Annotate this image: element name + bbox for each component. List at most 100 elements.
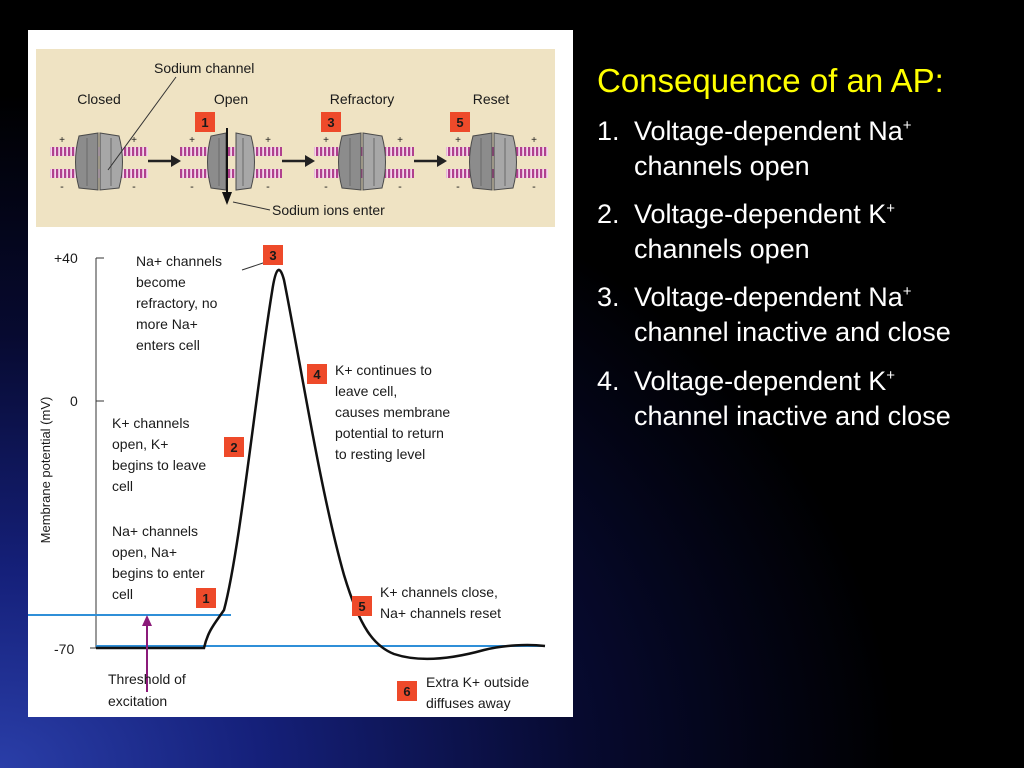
annotation-6-line: Extra K+ outside (426, 674, 529, 690)
ion-flow-arrow-head (222, 192, 232, 205)
charge-plus: + (455, 135, 461, 146)
membrane-layer-0-1 (50, 169, 148, 178)
annotation-3-line: refractory, no (136, 295, 218, 311)
annotation-badge-2-box (224, 437, 244, 457)
charge-plus: + (397, 135, 403, 146)
charge-minus: - (398, 181, 402, 193)
tick-label-plus40: +40 (54, 250, 78, 266)
annotation-badge-4-box (307, 364, 327, 384)
stage-label-closed: Closed (77, 91, 121, 107)
list-item-text-cont: channel inactive and close (634, 317, 951, 348)
text-panel: Consequence of an AP: 1. Voltage-dependen… (597, 62, 1017, 447)
superscript-plus: + (886, 200, 895, 218)
superscript-plus: + (886, 366, 895, 384)
charge-minus: - (132, 181, 136, 193)
slide-title: Consequence of an AP: (597, 62, 944, 99)
annotation-1-line: cell (112, 586, 133, 602)
list-item: 1.Voltage-dependent Na+channels open (597, 114, 1017, 184)
list-item-text: Voltage-dependent Na (634, 115, 903, 146)
consequence-list: 1.Voltage-dependent Na+channels open 2.V… (597, 114, 1017, 434)
annotation-5-line: Na+ channels reset (380, 605, 501, 621)
list-item-text-cont: channel inactive and close (634, 400, 951, 431)
stage-badge-5-box (450, 112, 470, 132)
charge-minus: - (324, 181, 328, 193)
annotation-2-line: cell (112, 478, 133, 494)
annotation-badge-6-box (397, 681, 417, 701)
list-item: 3. Voltage-dependent Na+ channel inactive … (597, 280, 1017, 350)
ions-pointer (232, 201, 271, 211)
annotation-4-line: K+ continues to (335, 362, 432, 378)
action-potential-curve (96, 268, 546, 661)
y-axis-label: Membrane potential (mV) (38, 397, 53, 544)
charge-minus: - (60, 181, 64, 193)
superscript-plus: + (902, 116, 912, 134)
annotation-badge-6: 6 (403, 684, 410, 699)
charge-plus: + (189, 135, 195, 146)
membrane-layer-1-0 (180, 147, 282, 156)
threshold-label-line-1: Threshold of (108, 671, 186, 687)
annotation-3-line: become (136, 274, 186, 290)
list-item-number: 4. (597, 365, 620, 396)
stage-badge-1: 1 (201, 115, 208, 130)
sodium-channel-2 (338, 132, 386, 191)
annotation-2-line: begins to leave (112, 457, 206, 473)
membrane-layer-1-1 (180, 169, 282, 178)
list-item-text: Voltage-dependent Na (634, 282, 903, 313)
list-item: 2.Voltage-dependent K+channels open (597, 197, 1017, 267)
sodium-channel-1 (207, 132, 255, 191)
annotation-3-line: more Na+ (136, 316, 198, 332)
sodium-ions-label: Sodium ions enter (272, 202, 385, 218)
charge-plus: + (59, 135, 65, 146)
channel-panel (36, 49, 555, 227)
annotation-badge-3-box (263, 245, 283, 265)
stage-label-reset: Reset (473, 91, 510, 107)
list-item: 4. Voltage-dependent K+ channel inactive a… (597, 364, 1017, 434)
list-item-text: Voltage-dependent K (634, 199, 887, 230)
sodium-channel-label: Sodium channel (154, 60, 254, 76)
superscript-plus: + (902, 283, 912, 301)
annotation-badge-3: 3 (269, 248, 276, 263)
list-item-text-cont: channels open (634, 234, 810, 265)
annotation-5-line: K+ channels close, (380, 584, 498, 600)
tick-label-0: 0 (70, 393, 78, 409)
annotation-4-line: leave cell, (335, 383, 397, 399)
annotation-4-line: potential to return (335, 425, 444, 441)
sodium-channel-0 (75, 132, 123, 191)
stage-flow-arrows (148, 155, 447, 167)
stage-label-open: Open (214, 91, 248, 107)
stage-badge-5: 5 (456, 115, 463, 130)
charge-minus: - (190, 181, 194, 193)
list-item-number: 1. (597, 115, 620, 146)
annotation-1-line: begins to enter (112, 565, 205, 581)
charge-plus: + (531, 135, 537, 146)
charge-minus: - (266, 181, 270, 193)
stage-badge-1-box (195, 112, 215, 132)
annotation-3-line: Na+ channels (136, 253, 222, 269)
annotation-3-line: enters cell (136, 337, 200, 353)
list-item-number: 3. (597, 282, 620, 313)
charge-plus: + (265, 135, 271, 146)
stage-badge-3-box (321, 112, 341, 132)
annotation-badge-4: 4 (313, 367, 321, 382)
annotation-badge-5-box (352, 596, 372, 616)
charge-minus: - (456, 181, 460, 193)
channels (75, 132, 517, 191)
refractory-pointer (241, 261, 267, 271)
annotation-6-line: diffuses away (426, 695, 511, 711)
annotation-4-line: to resting level (335, 446, 425, 462)
channel-left-half (207, 132, 227, 191)
annotation-1-line: open, Na+ (112, 544, 177, 560)
list-item-text: Voltage-dependent K (634, 365, 887, 396)
tick-label-minus70: -70 (54, 641, 74, 657)
flow-arrow-2-head (305, 155, 315, 167)
annotation-badge-5: 5 (358, 599, 365, 614)
annotation-badge-2: 2 (230, 440, 237, 455)
annotation-2-line: open, K+ (112, 436, 168, 452)
sodium-channel-3 (469, 132, 517, 191)
annotation-badge-1-box (196, 588, 216, 608)
graph-annotations: Na+ channels become refractory, no more Na+… (112, 245, 529, 711)
channel-right-half (235, 132, 255, 191)
